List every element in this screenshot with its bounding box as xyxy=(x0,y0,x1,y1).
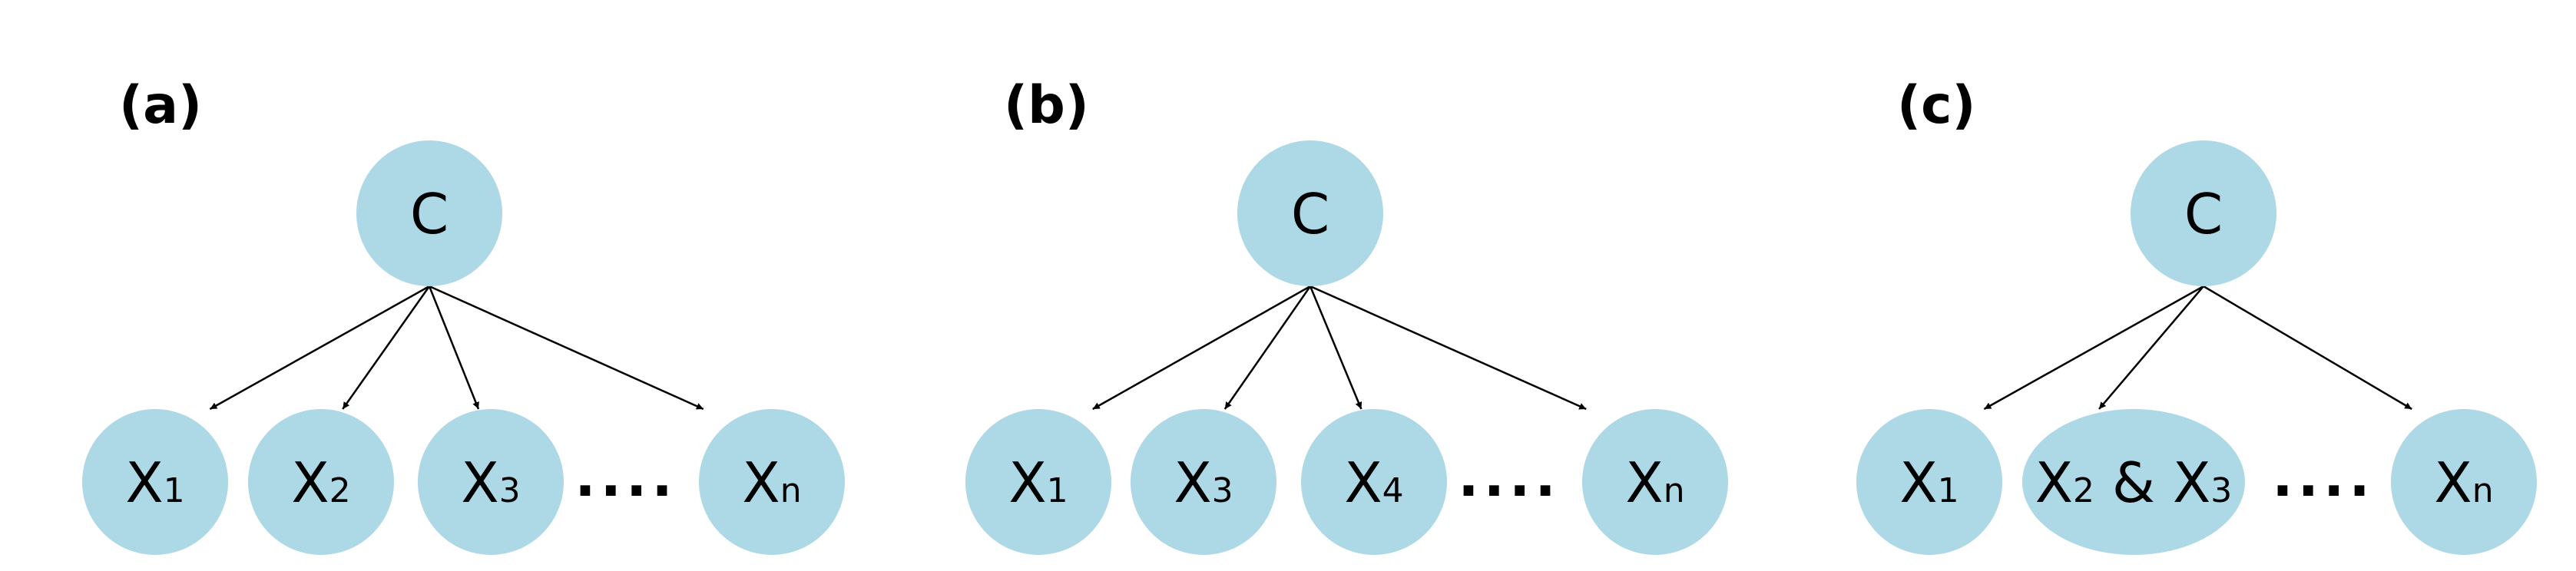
child-node-3: Xn xyxy=(1582,409,1728,555)
root-node-c: C xyxy=(1237,140,1383,286)
child-node-shape xyxy=(1582,409,1728,555)
child-node-1: X2 xyxy=(248,409,394,555)
child-node-0: X1 xyxy=(82,409,228,555)
child-node-subscript: n xyxy=(2472,471,2494,510)
ellipsis-dots: .... xyxy=(574,444,677,509)
child-node-shape xyxy=(1131,409,1276,555)
child-node-main: X xyxy=(1625,451,1663,515)
panel-label: (b) xyxy=(1004,75,1089,136)
child-node-0: X1 xyxy=(965,409,1111,555)
child-node-label: X1 xyxy=(1008,451,1068,515)
child-node-main: X xyxy=(461,451,498,515)
root-node-circle xyxy=(2131,140,2276,286)
child-node-main: X xyxy=(2035,451,2073,515)
child-node-subscript: 1 xyxy=(1938,471,1959,510)
child-node-joined-part: & X xyxy=(2094,451,2210,515)
edge-c-to-child-0 xyxy=(1092,285,1311,411)
child-node-2: X4 xyxy=(1301,409,1447,555)
child-node-label: X4 xyxy=(1344,451,1403,515)
child-node-main: X xyxy=(1008,451,1046,515)
child-node-main: X xyxy=(742,451,780,515)
edge-c-to-child-3 xyxy=(1310,285,1587,411)
child-node-main: X xyxy=(125,451,163,515)
panel-label: (c) xyxy=(1897,75,1975,136)
child-node-label: Xn xyxy=(1625,451,1684,515)
edge-c-to-child-1 xyxy=(342,286,431,410)
child-node-main: X xyxy=(2434,451,2472,515)
child-node-shape xyxy=(248,409,394,555)
child-node-subscript: 3 xyxy=(499,471,521,510)
child-node-shape xyxy=(2391,409,2537,555)
child-node-shape xyxy=(1856,409,2002,555)
child-node-2: Xn xyxy=(2391,409,2537,555)
child-node-0: X1 xyxy=(1856,409,2002,555)
edge-c-to-child-2 xyxy=(428,286,480,410)
child-node-shape xyxy=(699,409,845,555)
child-node-shape xyxy=(82,409,228,555)
ellipsis-dots: .... xyxy=(2272,444,2374,509)
child-node-2: X3 xyxy=(418,409,564,555)
child-node-subscript: n xyxy=(1664,471,1685,510)
child-node-label: X3 xyxy=(461,451,520,515)
child-node-main: X xyxy=(1344,451,1382,515)
edge-c-to-child-0 xyxy=(209,285,430,411)
child-node-main: X xyxy=(1899,451,1937,515)
child-node-shape xyxy=(965,409,1111,555)
root-node-label: C xyxy=(1291,182,1329,246)
edge-c-to-child-0 xyxy=(1983,285,2204,411)
child-node-subscript: 2 xyxy=(2073,471,2094,510)
root-node-circle xyxy=(1237,140,1383,286)
edge-c-to-child-1 xyxy=(2098,286,2204,410)
child-node-subscript: n xyxy=(780,471,802,510)
child-node-label: X2 & X3 xyxy=(2035,451,2233,515)
child-node-subscript: 1 xyxy=(164,471,185,510)
root-node-label: C xyxy=(2184,182,2223,246)
child-node-label: Xn xyxy=(2434,451,2493,515)
root-node-circle xyxy=(356,140,502,286)
child-node-label: X1 xyxy=(125,451,184,515)
root-node-c: C xyxy=(356,140,502,286)
child-node-subscript-2: 3 xyxy=(2210,471,2232,510)
child-node-subscript: 2 xyxy=(329,471,351,510)
child-node-shape xyxy=(1301,409,1447,555)
child-node-label: X2 xyxy=(291,451,350,515)
child-node-label: Xn xyxy=(742,451,801,515)
child-node-subscript: 3 xyxy=(1212,471,1233,510)
root-node-label: C xyxy=(410,182,449,246)
edge-c-to-child-2 xyxy=(2203,285,2412,411)
child-node-1: X3 xyxy=(1131,409,1276,555)
child-node-label: X1 xyxy=(1899,451,1958,515)
child-node-shape xyxy=(418,409,564,555)
child-node-label: X3 xyxy=(1174,451,1233,515)
child-node-subscript: 1 xyxy=(1047,471,1068,510)
root-node-c: C xyxy=(2131,140,2276,286)
edge-c-to-child-3 xyxy=(429,285,704,411)
edge-c-to-child-2 xyxy=(1309,286,1362,410)
panel-label: (a) xyxy=(119,75,202,136)
child-node-3: Xn xyxy=(699,409,845,555)
child-node-main: X xyxy=(291,451,329,515)
ellipsis-dots: .... xyxy=(1458,444,1560,509)
child-node-1: X2 & X3 xyxy=(2022,409,2245,555)
edge-c-to-child-1 xyxy=(1223,286,1312,410)
child-node-subscript: 4 xyxy=(1382,471,1404,510)
child-node-main: X xyxy=(1174,451,1211,515)
child-node-shape xyxy=(2022,409,2245,555)
